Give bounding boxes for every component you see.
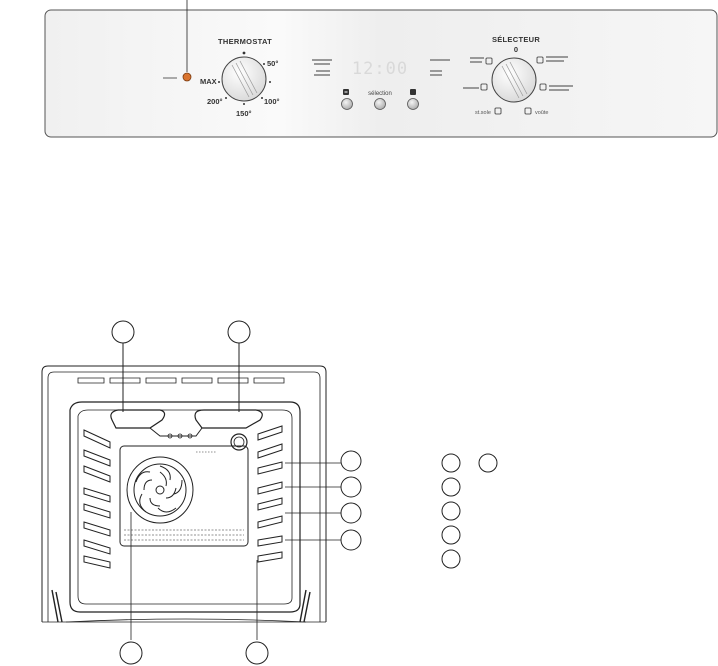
select-label: sélection	[368, 91, 392, 97]
callout-circle-level-3	[340, 476, 362, 498]
oven-outer-frame	[41, 365, 327, 622]
oven-lamp-inner	[233, 436, 245, 448]
plus-icon	[410, 89, 416, 95]
thermostat-max-label: MAX	[200, 77, 217, 86]
plus-button[interactable]	[407, 98, 419, 110]
thermostat-zero-dot	[242, 51, 246, 55]
door-arc	[65, 618, 307, 623]
display-side-labels	[312, 59, 450, 76]
defrost-icon	[539, 83, 547, 91]
grill-element-right	[194, 409, 263, 429]
selector-knob-grip	[501, 61, 528, 99]
oven-back-panel	[119, 445, 249, 547]
thermostat-knob[interactable]	[221, 56, 267, 102]
thermostat-title: THERMOSTAT	[218, 37, 272, 46]
selector-micro-labels	[463, 56, 573, 91]
oven-cavity-inner	[77, 409, 293, 605]
selector-title: SÉLECTEUR	[492, 35, 540, 44]
callout-circle-level-2	[340, 502, 362, 524]
oven-lamp	[230, 433, 248, 451]
callout-circle-bottom-right	[245, 641, 269, 665]
control-panel: THERMOSTAT MAX 50° 100° 150° 200° 12:00 …	[44, 0, 718, 138]
grill-element-left	[110, 409, 166, 429]
right-shelf-rails	[257, 425, 283, 563]
fan-cover-outer	[126, 456, 194, 524]
fan-heat-icon	[536, 56, 544, 64]
door-hinges	[51, 589, 311, 623]
fan-blades-icon	[135, 465, 183, 513]
thermostat-100-label: 100°	[264, 97, 280, 106]
selector-knob[interactable]	[491, 57, 537, 103]
indicator-light-label	[163, 77, 177, 79]
thermostat-50-label: 50°	[267, 59, 278, 68]
back-panel-perforations-top	[124, 451, 244, 541]
oven-cavity	[69, 401, 301, 613]
selector-mode-icons	[480, 56, 547, 115]
callout-circle-top-left	[111, 320, 135, 344]
thermostat-tick-dots	[218, 63, 271, 105]
minus-button[interactable]	[341, 98, 353, 110]
selector-zero-label: 0	[514, 45, 518, 54]
callout-circle-top-right	[227, 320, 251, 344]
indicator-light	[182, 72, 192, 82]
legend-circles	[441, 453, 498, 569]
select-button[interactable]	[374, 98, 386, 110]
callout-circle-level-1	[340, 529, 362, 551]
turbo-grill-icon	[485, 57, 493, 65]
fan-cover	[133, 463, 187, 517]
grill-icon	[480, 83, 488, 91]
oven-inner-frame	[47, 371, 321, 622]
oven-top-vents	[77, 377, 285, 384]
clock-display: 12:00	[352, 59, 408, 79]
thermostat-150-label: 150°	[236, 109, 252, 118]
callout-circle-level-4	[340, 450, 362, 472]
selector-top-heat-label: voûte	[535, 110, 548, 116]
callout-circle-bottom-left	[119, 641, 143, 665]
thermostat-200-label: 200°	[207, 97, 223, 106]
grill-element-mount	[167, 433, 193, 439]
bottom-heat-icon	[494, 107, 502, 115]
thermostat-knob-grip	[231, 60, 258, 98]
grill-element-connector	[149, 427, 203, 437]
panel-body	[44, 9, 718, 138]
selector-bottom-heat-label: st.sole	[475, 110, 491, 116]
top-heat-icon	[524, 107, 532, 115]
left-shelf-rails	[83, 429, 111, 569]
